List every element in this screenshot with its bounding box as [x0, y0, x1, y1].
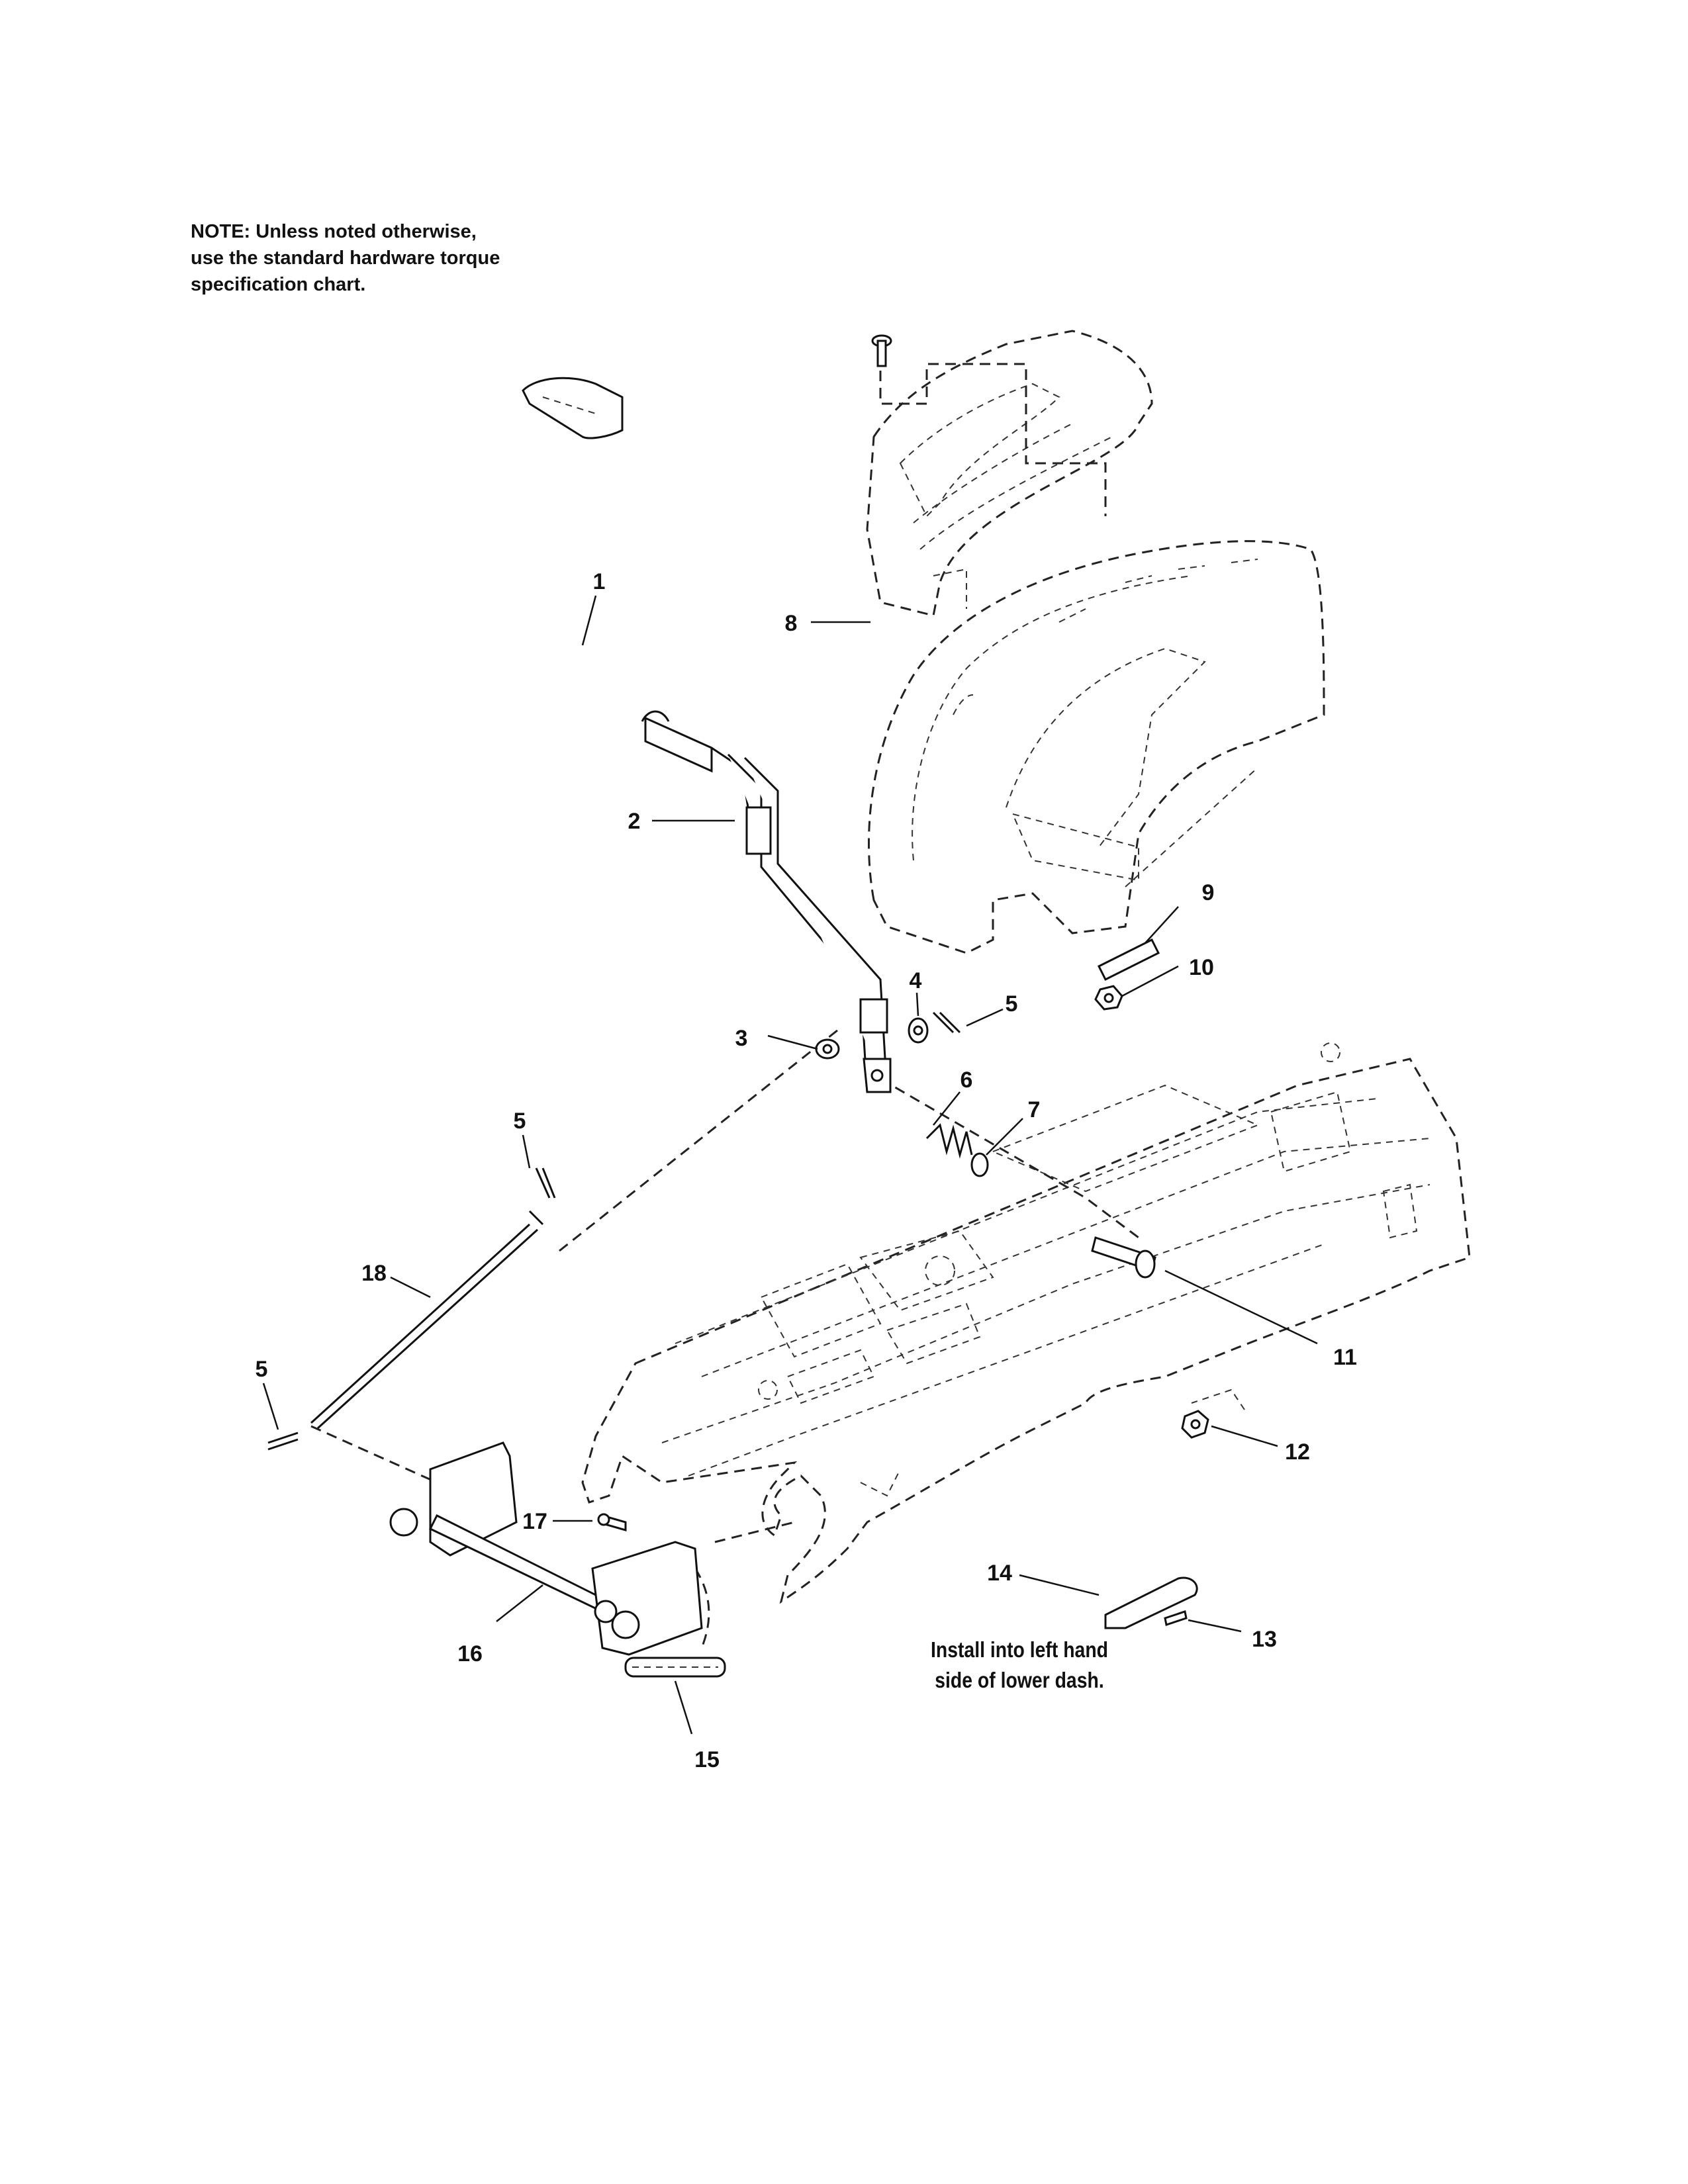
hairpin-clip-part-5-upper: [932, 1011, 961, 1034]
callout-labels: 1 2 3 4 5 6 7 8 9 10 11 12 13 14 15 16 1…: [256, 569, 1357, 1772]
spring-part-6: [925, 1123, 973, 1159]
callout-6: 6: [961, 1068, 973, 1093]
note-line-2: use the standard hardware torque: [191, 248, 500, 269]
callout-12: 12: [1285, 1439, 1310, 1465]
callout-8: 8: [785, 611, 798, 636]
rod-part-18: [310, 1210, 544, 1430]
install-instruction: Install into left hand side of lower das…: [906, 1635, 1133, 1696]
nut-part-3: [815, 1038, 840, 1060]
washer-part-4: [908, 1017, 929, 1044]
callout-15: 15: [694, 1747, 720, 1772]
callout-5-upper: 5: [1006, 991, 1018, 1017]
callout-11: 11: [1333, 1345, 1357, 1370]
lower-rod-guide: [310, 1425, 438, 1484]
upper-dash-panel: [866, 330, 1153, 617]
screw-part-17: [597, 1513, 627, 1531]
install-line-1: Install into left hand: [930, 1637, 1109, 1662]
pivot-guide: [714, 1521, 795, 1543]
callout-14: 14: [987, 1561, 1012, 1586]
screw-8-guide: [879, 363, 1107, 516]
nut-part-10: [1094, 985, 1123, 1011]
leader-lines: [262, 595, 1318, 1735]
screw-part-8: [871, 334, 892, 367]
pivot-shaft-part-16: [389, 1441, 703, 1656]
callout-10: 10: [1189, 955, 1214, 980]
callout-5-left: 5: [514, 1109, 526, 1134]
install-line-2: side of lower dash.: [935, 1668, 1104, 1692]
hairpin-clip-part-5-lower: [267, 1432, 299, 1451]
callout-13: 13: [1252, 1627, 1277, 1652]
spring-guide-line: [880, 1077, 1139, 1239]
screw-part-13: [1164, 1610, 1188, 1626]
note-line-3: specification chart.: [191, 274, 366, 295]
spring-15-guide: [694, 1568, 710, 1649]
bolt-part-11: [1091, 1236, 1156, 1279]
note-line-1: NOTE: Unless noted otherwise,: [191, 221, 477, 242]
callout-5-lower: 5: [256, 1357, 268, 1382]
torque-note: NOTE: Unless noted otherwise, use the st…: [191, 218, 561, 298]
callout-7: 7: [1028, 1097, 1041, 1122]
clip-part-14: [1104, 1576, 1198, 1629]
callout-17: 17: [522, 1509, 547, 1534]
callout-4: 4: [910, 968, 922, 993]
callout-2: 2: [628, 809, 641, 834]
clip-part-9: [1097, 938, 1160, 981]
shift-lever-part: [641, 710, 892, 1093]
callout-16: 16: [457, 1641, 483, 1666]
callout-18: 18: [361, 1261, 387, 1286]
callout-3: 3: [735, 1026, 748, 1051]
tractor-frame: [581, 1042, 1471, 1604]
spring-part-15: [624, 1657, 726, 1678]
hairpin-clip-part-5-left: [535, 1167, 556, 1199]
callout-1: 1: [593, 569, 606, 594]
nut-part-12: [1181, 1410, 1209, 1439]
lower-dash-panel: [868, 540, 1325, 954]
lever-knob-part: [522, 377, 624, 439]
callout-9: 9: [1202, 880, 1215, 905]
washer-part-7: [970, 1152, 989, 1177]
